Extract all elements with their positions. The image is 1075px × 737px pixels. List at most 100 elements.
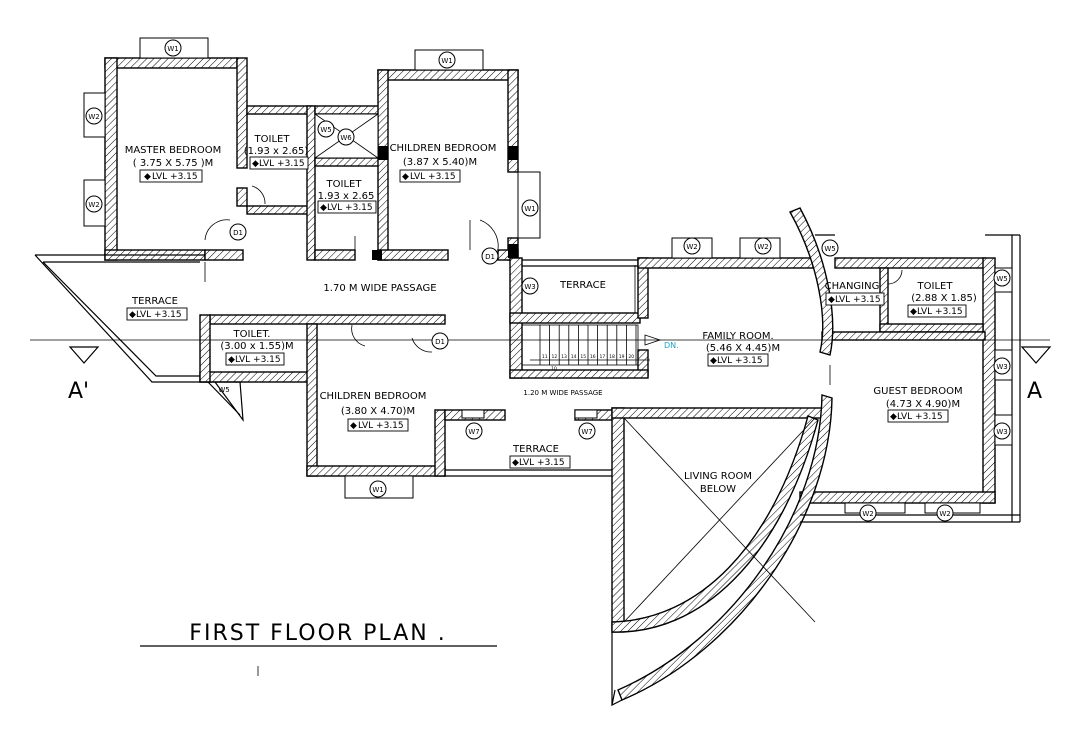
- svg-text:MASTER BEDROOM: MASTER BEDROOM: [125, 145, 222, 156]
- room-living-room-below: LIVING ROOM BELOW: [684, 471, 752, 495]
- window-tag-w1-top-left: W1: [164, 39, 182, 57]
- room-toilet-4: TOILET (2.88 X 1.85) ◆ LVL +3.15: [907, 281, 977, 318]
- svg-text:◆: ◆: [890, 412, 897, 422]
- window-tag-w2-guest-right: W2: [936, 504, 954, 522]
- svg-text:D1: D1: [485, 253, 495, 261]
- stair-step-number: 12: [552, 354, 558, 360]
- svg-text:◆: ◆: [350, 421, 357, 431]
- door-tag-d1-passage: D1: [431, 332, 449, 350]
- svg-text:W2: W2: [757, 243, 768, 251]
- svg-text:CHANGING: CHANGING: [825, 281, 880, 292]
- stair-step-number: 10: [551, 366, 557, 372]
- svg-text:◆: ◆: [228, 355, 235, 365]
- svg-text:TERRACE: TERRACE: [512, 444, 559, 455]
- room-terrace-north: TERRACE: [559, 280, 606, 291]
- svg-text:W5: W5: [320, 126, 331, 134]
- svg-text:W1: W1: [167, 45, 178, 53]
- svg-text:1.20 M WIDE PASSAGE: 1.20 M WIDE PASSAGE: [523, 389, 602, 397]
- svg-text:D1: D1: [435, 338, 445, 346]
- svg-text:(3.87 X 5.40)M: (3.87 X 5.40)M: [403, 157, 477, 168]
- stair-step-number: 11: [542, 354, 548, 360]
- svg-text:GUEST BEDROOM: GUEST BEDROOM: [873, 386, 962, 397]
- svg-text:W2: W2: [88, 113, 99, 121]
- stair-step-number: 17: [600, 354, 606, 360]
- room-toilet-2: TOILET 1.93 x 2.65 ◆ LVL +3.15: [317, 179, 377, 214]
- room-changing: CHANGING ◆ LVL +3.15: [825, 281, 885, 306]
- window-tag-w2-master-lower: W2: [85, 195, 103, 213]
- svg-text:W2: W2: [686, 243, 697, 251]
- window-tag-w1-children-top: W1: [438, 51, 456, 69]
- svg-text:W3: W3: [524, 283, 535, 291]
- drawing-title: FIRST FLOOR PLAN .: [140, 621, 497, 676]
- window-tag-w2-family-left: W2: [683, 237, 701, 255]
- window-tag-w3-terrace: W3: [521, 277, 539, 295]
- room-toilet-3: TOILET. (3.00 x 1.55)M ◆ LVL +3.15: [220, 329, 294, 366]
- svg-text:W2: W2: [88, 201, 99, 209]
- window-tag-w6-toilet: W6: [337, 128, 355, 146]
- passage-wide: 1.70 M WIDE PASSAGE: [323, 283, 436, 294]
- svg-text:LVL +3.15: LVL +3.15: [897, 412, 943, 422]
- svg-text:(4.73 X 4.90)M: (4.73 X 4.90)M: [886, 399, 960, 410]
- svg-text:◆: ◆: [512, 458, 519, 468]
- stair-step-number: 13: [561, 354, 567, 360]
- room-terrace-south: TERRACE ◆ LVL +3.15: [509, 444, 571, 469]
- svg-text:W7: W7: [581, 428, 592, 436]
- window-tag-w3-guest-lower: W3: [993, 422, 1011, 440]
- window-tag-w5-toilet-east: W5: [993, 269, 1011, 287]
- svg-text:LVL +3.15: LVL +3.15: [519, 458, 565, 468]
- svg-text:FAMILY ROOM.: FAMILY ROOM.: [702, 331, 773, 342]
- svg-text:TOILET: TOILET: [917, 281, 954, 292]
- passage-narrow: 1.20 M WIDE PASSAGE: [523, 389, 602, 397]
- svg-text:W2: W2: [939, 510, 950, 518]
- svg-text:◆: ◆: [402, 172, 409, 182]
- staircase: [521, 324, 662, 366]
- svg-text:TERRACE: TERRACE: [131, 296, 178, 307]
- svg-text:LVL +3.15: LVL +3.15: [717, 356, 763, 366]
- svg-text:DN.: DN.: [664, 341, 679, 350]
- svg-text:( 3.75 X 5.75 )M: ( 3.75 X 5.75 )M: [133, 158, 214, 169]
- level-marker: ◆: [144, 172, 151, 182]
- window-tag-w1-children-bottom: W1: [369, 480, 387, 498]
- section-marker-left: A': [68, 379, 89, 404]
- window-tag-w2-master-upper: W2: [85, 107, 103, 125]
- room-children-bedroom-1: CHILDREN BEDROOM (3.87 X 5.40)M ◆ LVL +3…: [390, 143, 496, 183]
- svg-text:TOILET.: TOILET.: [233, 329, 271, 340]
- room-children-bedroom-2: CHILDREN BEDROOM (3.80 X 4.70)M ◆ LVL +3…: [320, 391, 426, 432]
- svg-text:W5: W5: [824, 245, 835, 253]
- stair-step-number: 18: [609, 354, 615, 360]
- svg-text:W1: W1: [524, 205, 535, 213]
- svg-text:W3: W3: [996, 363, 1007, 371]
- stair-step-number: 20: [628, 354, 634, 360]
- svg-text:W2: W2: [862, 510, 873, 518]
- svg-text:1.70 M WIDE PASSAGE: 1.70 M WIDE PASSAGE: [323, 283, 436, 294]
- svg-text:(5.46 X 4.45)M: (5.46 X 4.45)M: [706, 343, 780, 354]
- window-tag-w5-changing: W5: [821, 239, 839, 257]
- svg-text:LVL +3.15: LVL +3.15: [136, 310, 182, 320]
- svg-text:LVL +3.15: LVL +3.15: [235, 355, 281, 365]
- window-tag-w7-right: W7: [578, 422, 596, 440]
- svg-text:◆: ◆: [252, 159, 259, 169]
- door-tag-d1-master: D1: [229, 223, 247, 241]
- stair-step-number: 16: [590, 354, 596, 360]
- svg-text:(1.93 x 2.65): (1.93 x 2.65): [244, 146, 309, 157]
- room-family-room: FAMILY ROOM. (5.46 X 4.45)M ◆ LVL +3.15: [702, 331, 780, 367]
- room-master-bedroom: MASTER BEDROOM ( 3.75 X 5.75 )M ◆ LVL +3…: [125, 145, 222, 183]
- svg-text:◆: ◆: [320, 203, 327, 213]
- svg-text:W5: W5: [218, 386, 229, 394]
- window-tag-w5-toilet: W5: [317, 120, 335, 138]
- room-terrace-west: TERRACE ◆ LVL +3.15: [126, 296, 188, 321]
- svg-text:TOILET: TOILET: [254, 134, 291, 145]
- svg-text:W6: W6: [340, 134, 352, 142]
- svg-text:W1: W1: [441, 57, 452, 65]
- svg-text:A': A': [68, 379, 89, 404]
- svg-text:(2.88 X 1.85): (2.88 X 1.85): [911, 293, 977, 304]
- opening-markers: [372, 146, 518, 260]
- svg-text:LIVING ROOM: LIVING ROOM: [684, 471, 752, 482]
- window-tag-w7-left: W7: [465, 422, 483, 440]
- svg-text:◆: ◆: [828, 295, 835, 305]
- window-tag-w2-guest-left: W2: [859, 504, 877, 522]
- svg-text:◆: ◆: [129, 310, 136, 320]
- svg-text:LVL +3.15: LVL +3.15: [917, 307, 963, 317]
